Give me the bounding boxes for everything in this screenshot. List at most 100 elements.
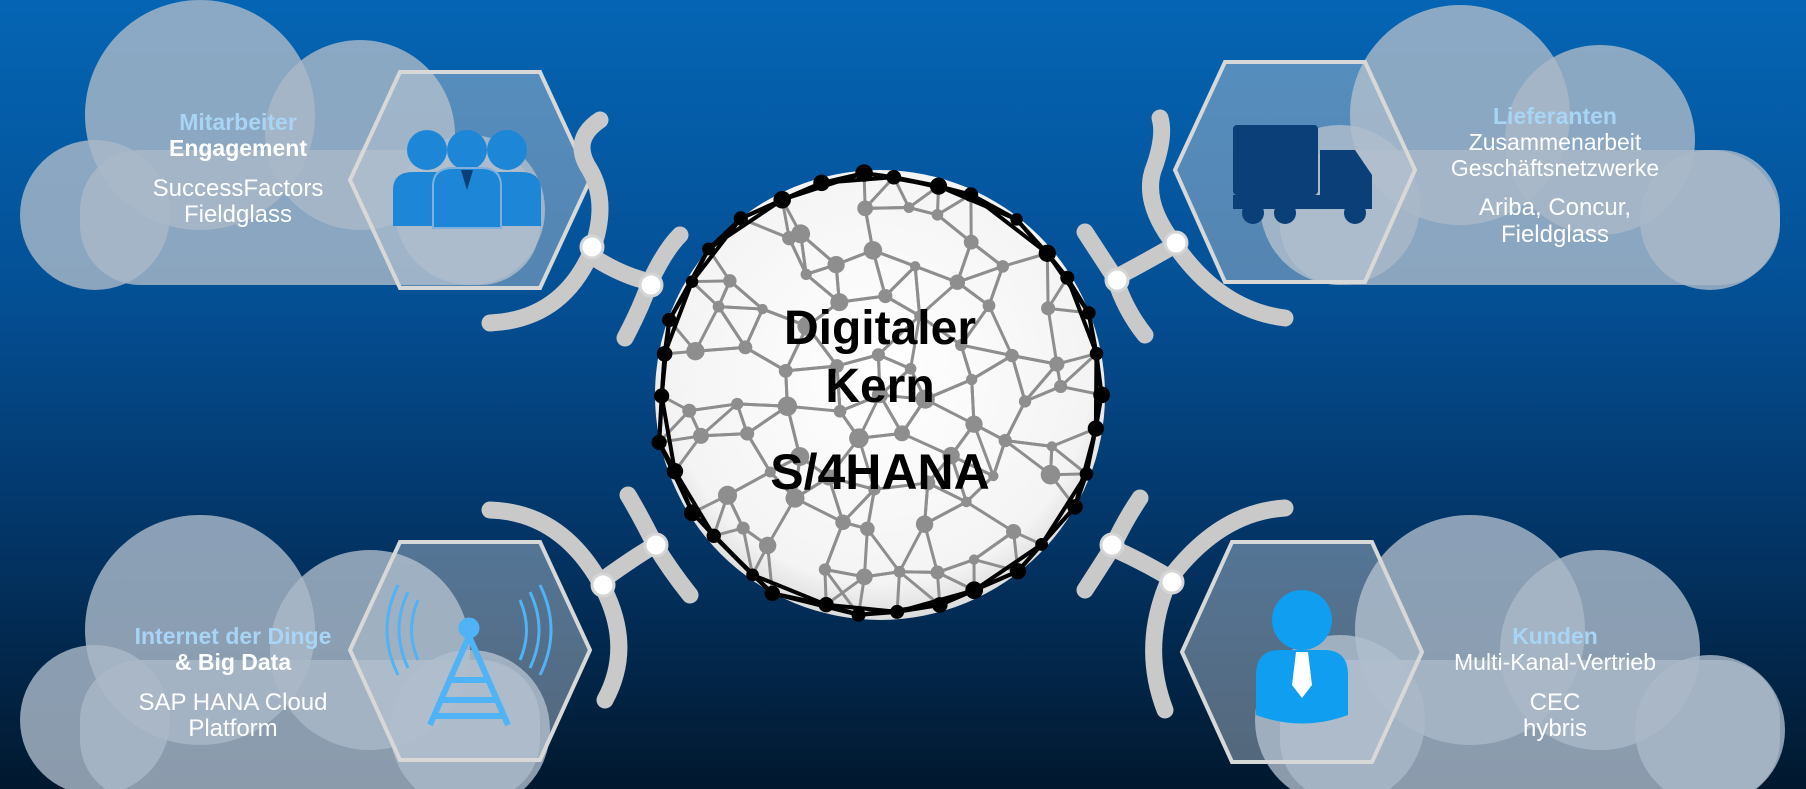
sphere-mesh-node	[791, 224, 811, 244]
customers-product-1: CEC	[1529, 688, 1581, 716]
radio-tower-icon	[385, 584, 553, 727]
customer-person-icon	[1256, 590, 1348, 724]
sphere-mesh-node	[757, 303, 768, 315]
sphere-mesh-edge	[972, 423, 995, 477]
sphere-mesh-node	[860, 521, 875, 537]
sphere-mesh-node	[893, 565, 906, 578]
sphere-mesh-node	[777, 396, 798, 416]
sphere-mesh-edge	[1059, 352, 1098, 388]
suppliers-title-line1: Lieferanten	[1493, 103, 1617, 129]
sphere-mesh-node	[1005, 348, 1019, 363]
sphere-mesh-edge	[1050, 445, 1088, 476]
sphere-mesh-edge	[728, 279, 764, 311]
sphere-mesh-edge	[866, 527, 901, 573]
sphere-mesh-node	[712, 300, 725, 313]
suppliers-title-line2: Zusammenarbeit	[1468, 128, 1642, 155]
sphere-mesh-node	[833, 404, 847, 418]
sphere-outline-edge	[1039, 472, 1089, 546]
sphere-mesh-node	[835, 514, 851, 531]
sphere-mesh-edge	[987, 265, 1005, 307]
sphere-mesh-node	[731, 397, 744, 411]
cloud-text-employees: Mitarbeiter Engagement SuccessFactors Fi…	[128, 109, 348, 229]
sphere-outline-node	[1087, 420, 1104, 437]
sphere-mesh-node	[692, 427, 709, 444]
sphere-mesh-node	[920, 475, 936, 491]
sphere-mesh-edge	[877, 314, 921, 356]
core-sphere	[651, 164, 1110, 622]
sphere-outline-node	[656, 346, 673, 362]
sphere-mesh-node	[998, 433, 1012, 448]
sphere-outline-node	[666, 463, 684, 480]
suppliers-title-line3: Geschäftsnetzwerke	[1450, 154, 1660, 181]
sphere-outline-edge	[707, 198, 784, 251]
sphere-mesh-node	[723, 274, 737, 288]
sphere-mesh-node	[871, 386, 889, 404]
sphere-outline-node	[929, 177, 948, 195]
sphere-outline-node	[1082, 306, 1096, 320]
sphere-outline-node	[746, 568, 759, 582]
sphere-mesh-node	[903, 202, 915, 213]
core-label-line3: S/4HANA	[770, 444, 990, 500]
sphere-mesh-node	[790, 447, 810, 466]
sphere-outline-node	[965, 581, 984, 600]
iot-product-1: SAP HANA Cloud	[138, 688, 328, 716]
hexagon-iot	[347, 540, 593, 762]
sphere-mesh-node	[965, 415, 983, 433]
sphere-outline-node	[733, 211, 748, 226]
sphere-mesh-node	[740, 426, 755, 441]
sphere-outline-node	[813, 174, 830, 192]
sphere-mesh-node	[1040, 464, 1061, 485]
sphere-mesh-node	[758, 536, 777, 555]
sphere-mesh-edge	[741, 527, 755, 576]
core-label-line1: Digitaler	[783, 302, 977, 355]
sphere-mesh-edge	[1046, 308, 1059, 365]
sphere-mesh-edge	[1010, 355, 1027, 402]
employees-title-line1: Mitarbeiter	[179, 109, 297, 135]
sphere-mesh-node	[830, 359, 844, 373]
people-group-icon	[393, 130, 541, 229]
sphere-mesh-edge	[956, 264, 1004, 284]
sphere-mesh-edge	[913, 266, 922, 316]
cloud-iot	[20, 515, 550, 789]
iot-title-line1: Internet der Dinge	[134, 623, 332, 649]
sphere-mesh-node	[1005, 524, 1022, 540]
sphere-mesh-edge	[823, 521, 845, 571]
sphere-mesh-node	[996, 260, 1010, 273]
iot-product-2: Platform	[188, 715, 278, 743]
sphere-outline-node	[683, 504, 701, 522]
sphere-outline-node	[654, 388, 670, 404]
sphere-outline-node	[886, 169, 902, 185]
sphere-outline-node	[685, 275, 699, 288]
sphere-outline-edge	[659, 395, 677, 472]
delivery-truck-icon	[1233, 125, 1372, 224]
sphere-mesh-node	[982, 299, 996, 313]
cloud-text-customers: Kunden Multi-Kanal-Vertrieb CEC hybris	[1420, 623, 1690, 743]
sphere-mesh-node	[915, 515, 934, 533]
sphere-mesh-node	[1054, 379, 1068, 394]
sphere-mesh-node	[857, 200, 873, 217]
sphere-mesh-node	[863, 241, 883, 260]
sphere-mesh-node	[868, 483, 881, 496]
sphere-mesh-node	[915, 389, 935, 409]
sphere-mesh-edge	[898, 570, 941, 607]
sphere-mesh-node	[988, 470, 999, 482]
connector-nodes	[579, 230, 1189, 598]
sphere-mesh-edge	[1023, 363, 1058, 403]
sphere-mesh-node	[827, 256, 845, 274]
sphere-mesh-edge	[835, 365, 842, 412]
suppliers-product-2: Fieldglass	[1500, 221, 1610, 249]
sphere-mesh-node	[871, 348, 885, 362]
employees-title-line2: Engagement	[168, 134, 308, 161]
sphere-mesh-node	[686, 342, 705, 361]
core-label-line2: Kern	[825, 360, 935, 413]
sphere-mesh-node	[849, 428, 869, 449]
sphere-outline-node	[764, 585, 781, 602]
sphere-mesh-edge	[1011, 354, 1058, 366]
sphere-mesh-edge	[717, 305, 747, 349]
sphere-outline-node	[1079, 467, 1094, 481]
sphere-outline-node	[706, 528, 721, 543]
core-label: Digitaler Kern S/4HANA	[700, 300, 1060, 502]
connector-top-right	[1076, 109, 1294, 344]
sphere-mesh-edge	[909, 315, 922, 369]
